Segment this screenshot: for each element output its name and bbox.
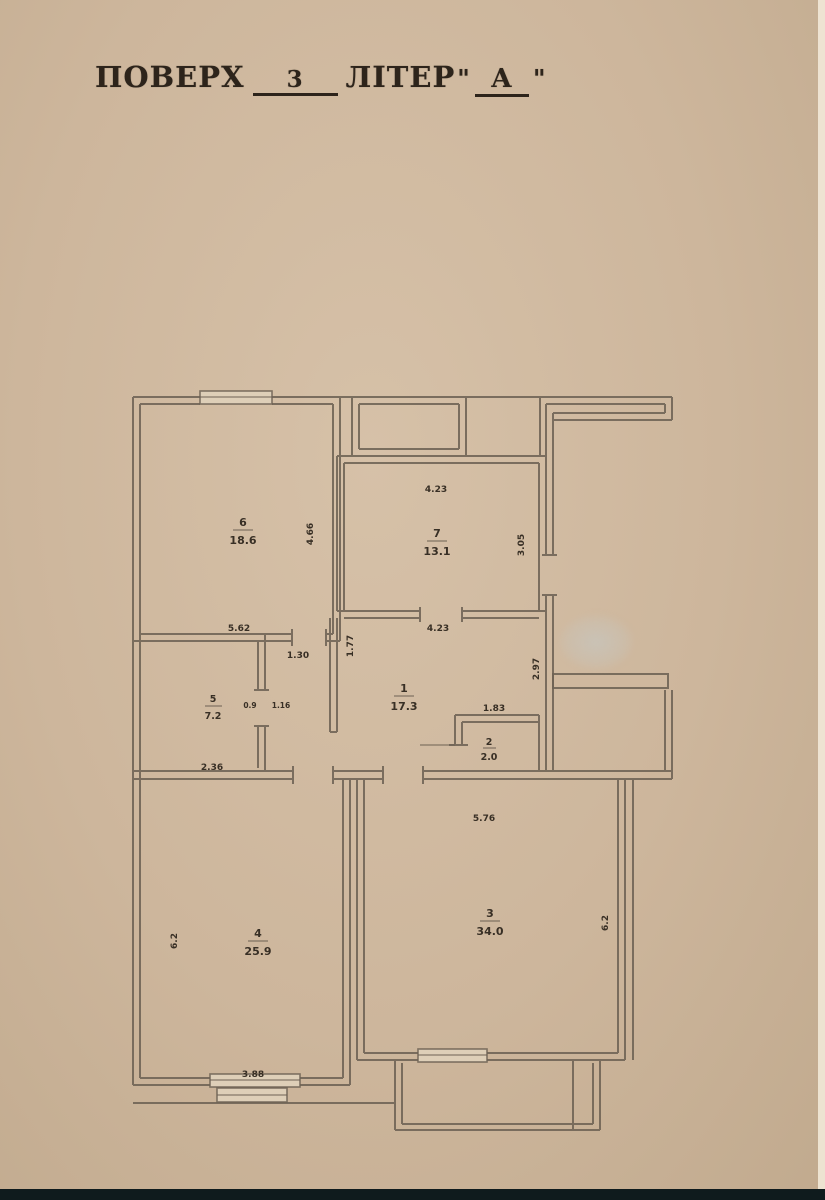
dim-door-b: 1.16 xyxy=(272,701,291,710)
dim-room7-top: 4.23 xyxy=(425,485,447,495)
room5-area: 7.2 xyxy=(205,711,222,722)
room3-number: 3 xyxy=(486,907,494,920)
room2-area: 2.0 xyxy=(481,752,498,763)
room7-number: 7 xyxy=(433,527,441,540)
room4-number: 4 xyxy=(254,927,262,940)
dim-room5-bottom: 2.36 xyxy=(201,763,223,773)
dim-door-a: 0.9 xyxy=(243,701,256,710)
dim-room7-right: 3.05 xyxy=(517,534,527,556)
dim-room3-right: 6.2 xyxy=(601,915,611,931)
walls xyxy=(132,396,673,1131)
photo-smudge xyxy=(558,614,634,670)
dim-nook-width: 1.30 xyxy=(287,651,309,661)
scan-bottom-band xyxy=(0,1189,825,1200)
title-open-quote: " xyxy=(457,64,471,93)
dim-hall-top: 4.23 xyxy=(427,624,449,634)
title-floor-label: ПОВЕРХ xyxy=(95,60,245,94)
room1-area: 17.3 xyxy=(390,700,417,713)
entry-wall-stub xyxy=(552,673,669,689)
title-letter-label: ЛІТЕР xyxy=(345,60,456,94)
dim-room6-bottom: 5.62 xyxy=(228,624,250,634)
title-letter-value: А xyxy=(474,66,529,97)
room1-number: 1 xyxy=(400,682,408,695)
plan-title: ПОВЕРХ 3 ЛІТЕР " А " xyxy=(95,60,549,97)
dim-room6-right: 4.66 xyxy=(306,523,316,545)
title-floor-number: 3 xyxy=(252,68,338,96)
dim-room3-top: 5.76 xyxy=(473,814,495,824)
room2-number: 2 xyxy=(486,737,493,748)
room7-area: 13.1 xyxy=(423,545,450,558)
room6-area: 18.6 xyxy=(229,534,256,547)
dim-hall-right: 2.97 xyxy=(532,658,542,680)
room5-number: 5 xyxy=(210,694,217,705)
dim-wc-top: 1.83 xyxy=(483,704,505,714)
dim-nook-depth: 1.77 xyxy=(346,635,356,657)
room3-area: 34.0 xyxy=(476,925,503,938)
dim-room4-bottom: 3.88 xyxy=(242,1070,264,1080)
scan-edge-strip xyxy=(818,0,825,1189)
dim-room4-left: 6.2 xyxy=(170,933,180,949)
detail-lines xyxy=(200,396,500,1096)
room6-number: 6 xyxy=(239,516,247,529)
title-close-quote: " xyxy=(533,64,547,93)
room4-area: 25.9 xyxy=(244,945,271,958)
